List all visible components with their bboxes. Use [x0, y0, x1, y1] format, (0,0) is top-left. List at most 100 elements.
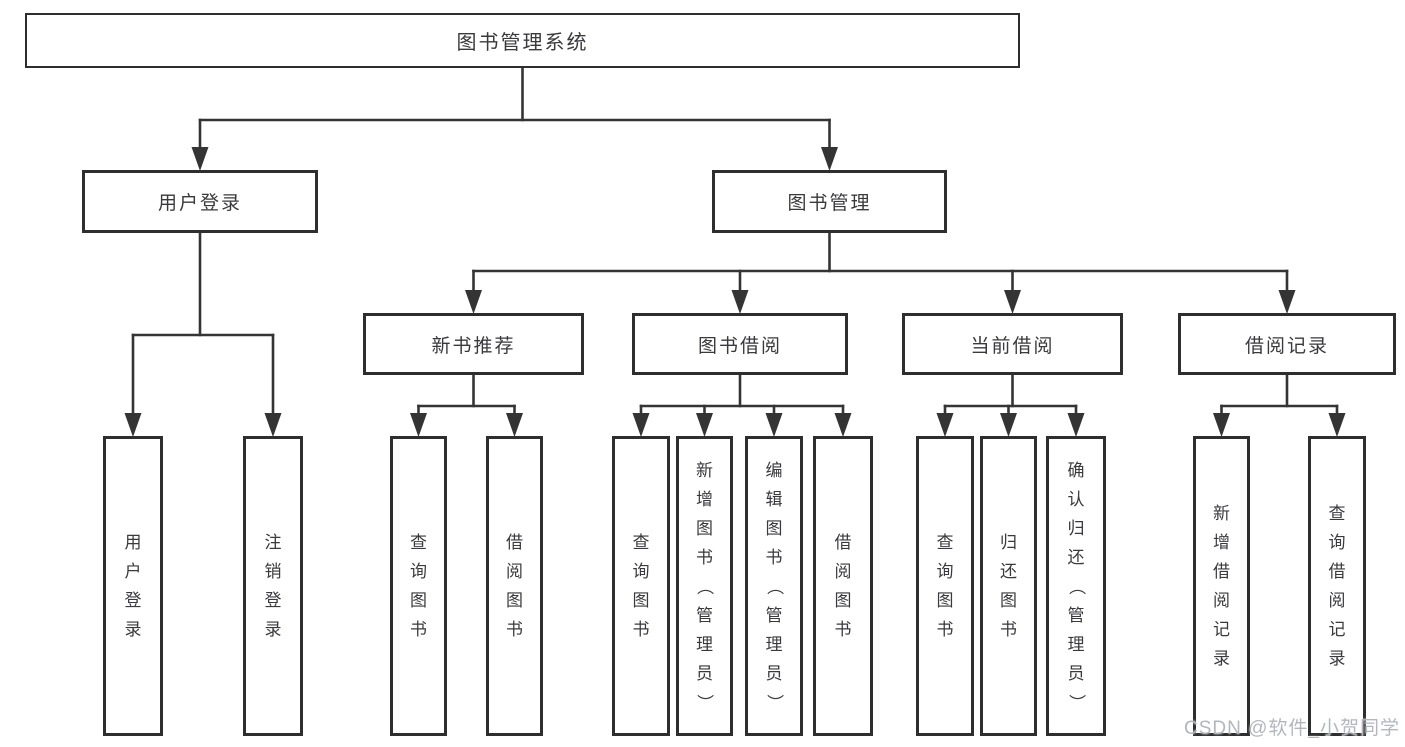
node-label: 编辑图书（管理员）: [748, 439, 800, 733]
label-char: 阅: [834, 562, 852, 581]
label-char: ）: [764, 693, 784, 711]
label-char: 录: [264, 620, 282, 639]
node-bb-borrow-book: 借阅图书: [813, 436, 873, 736]
arrowhead-icon: [936, 413, 954, 437]
arrowhead-icon: [191, 147, 209, 171]
node-label: 借阅图书: [489, 439, 540, 733]
label-char: 图: [936, 591, 954, 610]
label-char: 查: [632, 533, 650, 552]
arrowhead-icon: [1328, 413, 1346, 437]
node-label: 图书管理系统: [456, 32, 589, 54]
node-label: 查询图书: [919, 439, 971, 733]
node-label: 用户登录: [157, 193, 242, 214]
node-label: 图书借阅: [697, 335, 782, 357]
label-char: 认: [1067, 489, 1085, 509]
label-char: 书: [765, 547, 783, 567]
label-char: 书: [632, 620, 650, 639]
arrowhead-icon: [1004, 290, 1021, 314]
label-char: 书: [936, 620, 954, 639]
label-char: 借: [1213, 562, 1230, 581]
node-bb-edit-book: 编辑图书（管理员）: [745, 436, 803, 736]
label-char: 理: [696, 634, 713, 654]
node-book-borrow: 图书借阅: [632, 313, 848, 375]
label-char: 员: [1067, 663, 1085, 683]
node-borrow-records: 借阅记录: [1178, 313, 1396, 375]
label-char: 书: [506, 620, 523, 639]
arrowhead-icon: [1278, 290, 1296, 314]
node-label: 用户登录: [106, 439, 160, 733]
node-label: 新书推荐: [431, 335, 516, 357]
node-label: 归还图书: [983, 439, 1034, 733]
arrowhead-icon: [264, 413, 282, 437]
label-char: 询: [1328, 533, 1346, 552]
label-char: 书: [1000, 620, 1017, 639]
label-char: （: [695, 577, 714, 595]
label-char: 询: [936, 562, 954, 581]
label-char: 录: [1213, 649, 1230, 668]
node-label: 注销登录: [246, 439, 300, 733]
arrowhead-icon: [1213, 413, 1230, 437]
node-nbr-borrow-book: 借阅图书: [486, 436, 543, 736]
label-char: 员: [696, 663, 713, 683]
node-label: 查询图书: [615, 439, 667, 733]
label-char: 还: [1000, 562, 1017, 581]
node-label: 当前借阅: [970, 335, 1055, 357]
arrowhead-icon: [731, 290, 749, 314]
arrowhead-icon: [506, 413, 523, 437]
label-char: 新: [696, 460, 713, 480]
label-char: 记: [1328, 620, 1346, 639]
label-char: 阅: [1328, 591, 1346, 610]
node-label: 查询图书: [393, 439, 444, 733]
label-char: 归: [1000, 533, 1017, 552]
label-char: 借: [506, 533, 523, 552]
label-char: 图: [696, 518, 713, 538]
node-br-add-record: 新增借阅记录: [1193, 436, 1250, 736]
label-char: 查: [936, 533, 954, 552]
label-char: 管: [765, 605, 783, 625]
label-char: 管: [696, 605, 713, 625]
label-char: 新: [1213, 504, 1230, 523]
label-char: 书: [834, 620, 852, 639]
label-char: 书: [410, 620, 427, 639]
label-char: 图: [834, 591, 852, 610]
label-char: 图: [632, 591, 650, 610]
arrowhead-icon: [465, 290, 482, 314]
label-char: 用: [124, 533, 142, 552]
label-char: 借: [834, 533, 852, 552]
label-char: 录: [1328, 649, 1346, 668]
node-current-borrow: 当前借阅: [902, 313, 1123, 375]
arrowhead-icon: [1067, 413, 1085, 437]
label-char: （: [764, 577, 784, 595]
node-book-mgmt: 图书管理: [712, 170, 947, 233]
node-nbr-query-book: 查询图书: [390, 436, 447, 736]
arrowhead-icon: [410, 413, 427, 437]
node-cb-query-book: 查询图书: [916, 436, 974, 736]
label-char: 记: [1213, 620, 1230, 639]
label-char: 编: [765, 460, 783, 480]
arrowhead-icon: [765, 413, 783, 437]
label-char: 归: [1067, 518, 1085, 538]
label-char: 管: [1067, 605, 1085, 625]
node-root: 图书管理系统: [25, 13, 1020, 68]
label-char: 登: [124, 591, 142, 610]
node-bb-add-book: 新增图书（管理员）: [676, 436, 733, 736]
watermark: CSDN @软件_小贺同学: [1184, 718, 1400, 739]
arrowhead-icon: [821, 147, 838, 171]
label-char: 询: [632, 562, 650, 581]
label-char: 登: [264, 591, 282, 610]
label-char: 查: [1328, 504, 1346, 523]
label-char: 注: [264, 533, 282, 552]
node-label: 借阅图书: [816, 439, 870, 733]
label-char: 查: [410, 533, 427, 552]
label-char: 借: [1328, 562, 1346, 581]
label-char: ）: [695, 693, 714, 711]
label-char: （: [1066, 577, 1086, 595]
label-char: 阅: [506, 562, 523, 581]
node-bb-query-book: 查询图书: [612, 436, 670, 736]
node-label: 查询借阅记录: [1311, 439, 1363, 733]
arrowhead-icon: [124, 413, 142, 437]
node-label: 确认归还（管理员）: [1049, 439, 1103, 733]
label-char: 图: [506, 591, 523, 610]
label-char: 询: [410, 562, 427, 581]
